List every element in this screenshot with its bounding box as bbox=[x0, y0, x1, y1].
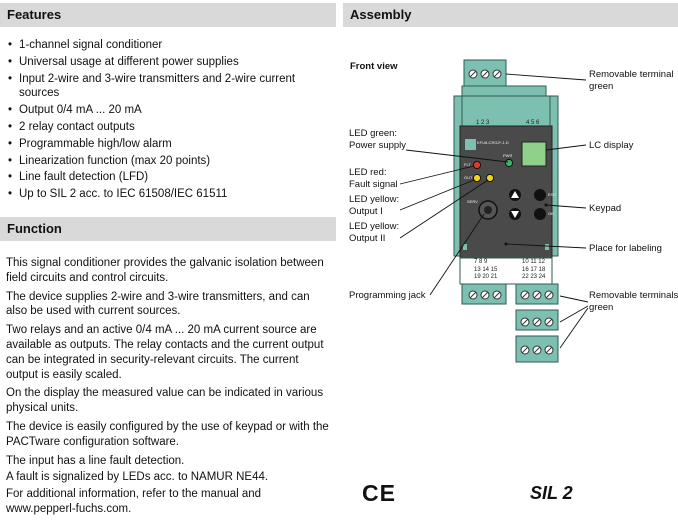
function-paragraph: A fault is signalized by LEDs acc. to NA… bbox=[6, 471, 269, 484]
feature-item: Up to SIL 2 acc. to IEC 61508/IEC 61511 bbox=[6, 187, 336, 202]
function-paragraph: The device supplies 2-wire and 3-wire tr… bbox=[6, 290, 310, 318]
led-out-text: OUT bbox=[464, 175, 473, 180]
function-paragraph: On the display the measured value can be… bbox=[6, 387, 324, 415]
programming-jack-label: Programming jack bbox=[349, 290, 426, 301]
device-side-right bbox=[547, 95, 559, 257]
sil-mark: SIL 2 bbox=[530, 483, 573, 503]
led-red-label: LED red:Fault signal bbox=[349, 167, 398, 190]
device-side-left bbox=[453, 95, 465, 257]
function-text: This signal conditioner provides the gal… bbox=[6, 256, 331, 521]
device-model: KFU8-CRG2*-1.D bbox=[477, 140, 509, 145]
key-down bbox=[509, 208, 521, 220]
key-ok-text: OK bbox=[548, 211, 554, 216]
key-up bbox=[509, 189, 521, 201]
feature-item: Line fault detection (LFD) bbox=[6, 170, 336, 185]
features-list: 1-channel signal conditioner Universal u… bbox=[6, 38, 336, 204]
led-flt bbox=[472, 160, 482, 170]
led-yellow-2-label: LED yellow:Output II bbox=[349, 221, 400, 244]
function-paragraph: This signal conditioner provides the gal… bbox=[6, 257, 324, 284]
key-ok bbox=[534, 208, 546, 220]
led-flt-text: FLT bbox=[464, 162, 471, 167]
led-yellow-1-label: LED yellow:Output I bbox=[349, 194, 400, 217]
function-header: Function bbox=[0, 217, 336, 241]
features-header: Features bbox=[0, 3, 336, 27]
top-terminal-numbers-left: 1 2 3 bbox=[476, 120, 490, 126]
led-green-label: LED green:Power supply bbox=[349, 128, 407, 151]
top-terminal-numbers-right: 4 5 6 bbox=[526, 120, 540, 126]
feature-item: Universal usage at different power suppl… bbox=[6, 55, 336, 70]
bottom-terminal-blocks bbox=[461, 283, 559, 363]
function-paragraph: The input has a line fault detection. bbox=[6, 454, 185, 467]
ce-mark: CE bbox=[362, 480, 396, 506]
top-terminal-block bbox=[461, 59, 547, 97]
feature-item: 1-channel signal conditioner bbox=[6, 38, 336, 53]
place-labeling-label: Place for labeling bbox=[589, 243, 662, 254]
function-paragraph: For additional information, refer to the… bbox=[6, 488, 262, 515]
jack-text: SERV bbox=[467, 199, 478, 204]
feature-item: Programmable high/low alarm bbox=[6, 137, 336, 152]
feature-item: Output 0/4 mA ... 20 mA bbox=[6, 103, 336, 118]
led-out-1 bbox=[472, 173, 482, 183]
lcd-screen bbox=[521, 141, 547, 167]
lc-display-label: LC display bbox=[589, 140, 634, 151]
keypad-label: Keypad bbox=[589, 203, 622, 214]
function-paragraph: The device is easily configured by the u… bbox=[6, 420, 329, 448]
front-panel bbox=[459, 125, 553, 259]
led-out-2 bbox=[485, 173, 495, 183]
feature-item: 2 relay contact outputs bbox=[6, 120, 336, 135]
programming-jack bbox=[478, 200, 498, 220]
key-esc bbox=[534, 189, 546, 201]
front-view-label: Front view bbox=[350, 61, 398, 72]
key-esc-text: ESC bbox=[548, 192, 557, 197]
assembly-header: Assembly bbox=[343, 3, 678, 27]
feature-item: Linearization function (max 20 points) bbox=[6, 154, 336, 169]
led-pwr bbox=[504, 158, 514, 168]
function-paragraph: Two relays and an active 0/4 mA ... 20 m… bbox=[6, 324, 324, 381]
led-pwr-text: PWR bbox=[503, 153, 513, 158]
feature-item: Input 2-wire and 3-wire transmitters and… bbox=[6, 72, 336, 102]
